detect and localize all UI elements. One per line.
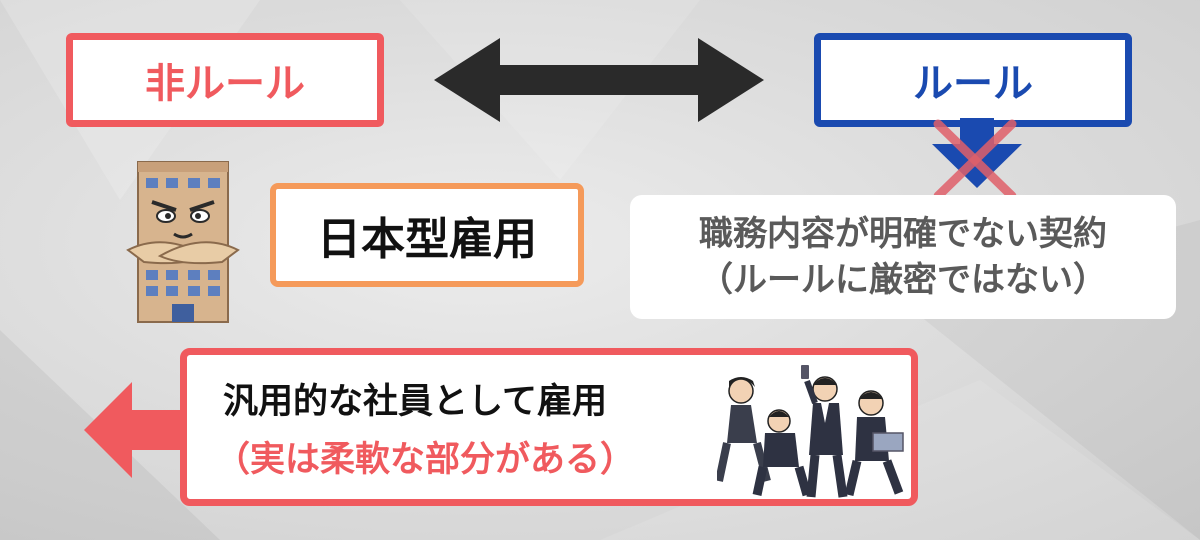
rule-label: ルール [913,61,1033,107]
cross-icon [933,119,1017,201]
contract-box: 職務内容が明確でない契約 （ルールに厳密ではない） [630,195,1176,319]
non-rule-box: 非ルール [66,33,384,127]
non-rule-label: 非ルール [145,61,305,107]
double-arrow-icon [434,38,764,122]
generic-line2: （実は柔軟な部分がある） [215,440,636,480]
generic-line1: 汎用的な社員として雇用 [223,382,607,422]
contract-line1: 職務内容が明確でない契約 [699,214,1107,254]
building-icon [126,161,240,323]
japanese-employment-box: 日本型雇用 [270,183,584,287]
contract-line2: （ルールに厳密ではない） [699,260,1107,300]
left-arrow-icon [84,382,188,478]
rule-box: ルール [814,33,1132,127]
office-workers-illustration [717,365,904,498]
japanese-employment-label: 日本型雇用 [317,214,537,265]
generic-employee-box: 汎用的な社員として雇用 （実は柔軟な部分がある） [180,348,918,506]
